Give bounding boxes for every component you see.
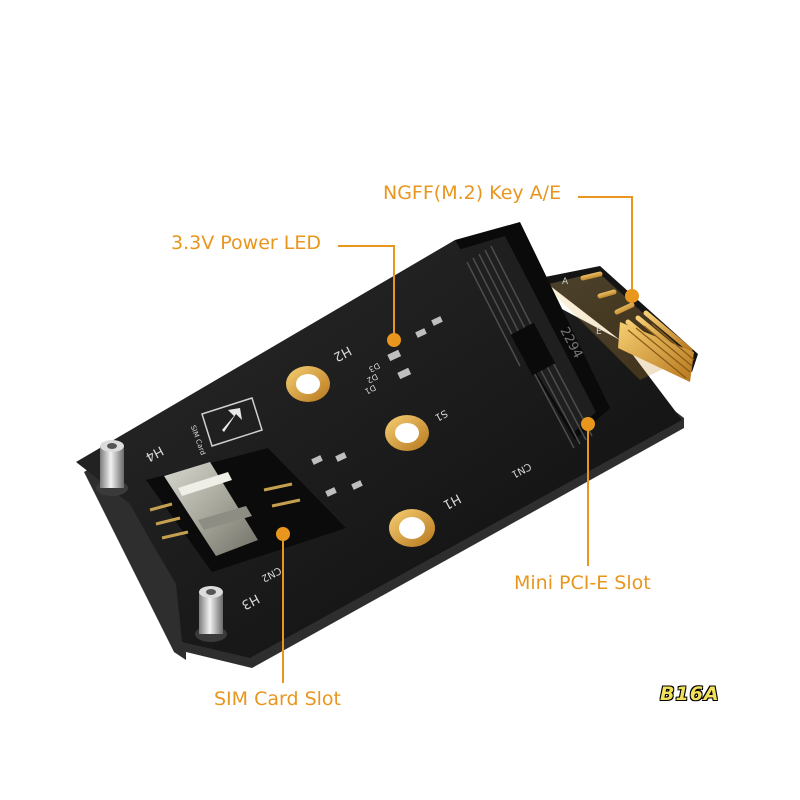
callout-power-led (338, 245, 401, 347)
h3-label: H3 (239, 590, 262, 612)
mounting-hole-s1 (385, 415, 429, 451)
callout-mini-pcie (581, 417, 595, 566)
mini-pcie-slot: 2294 (455, 222, 610, 449)
standoff-h4 (96, 440, 128, 496)
power-led-label: 3.3V Power LED (171, 232, 321, 254)
standoff-h3 (195, 586, 227, 642)
sim-card-slot-label: SIM Card Slot (214, 688, 341, 710)
h1-label: H1 (440, 490, 463, 512)
mini-pcie-slot-label: Mini PCI-E Slot (514, 572, 651, 594)
s1-label: S1 (433, 407, 449, 423)
key-a-label: A (562, 277, 569, 287)
callout-ngff (578, 196, 639, 303)
smd-components (311, 316, 443, 497)
sim-card-holder (146, 448, 346, 572)
key-e-label: E (596, 327, 602, 337)
m2-connector: A E (540, 266, 698, 382)
callout-sim (276, 527, 290, 683)
mounting-hole-h1 (389, 509, 435, 547)
watermark: B16A (660, 683, 720, 705)
mounting-hole-h2 (286, 366, 330, 402)
h2-label: H2 (331, 342, 354, 364)
h4-label: H4 (143, 442, 166, 464)
ngff-key-label: NGFF(M.2) Key A/E (383, 182, 562, 204)
sim-insert-arrow-icon (201, 397, 263, 447)
